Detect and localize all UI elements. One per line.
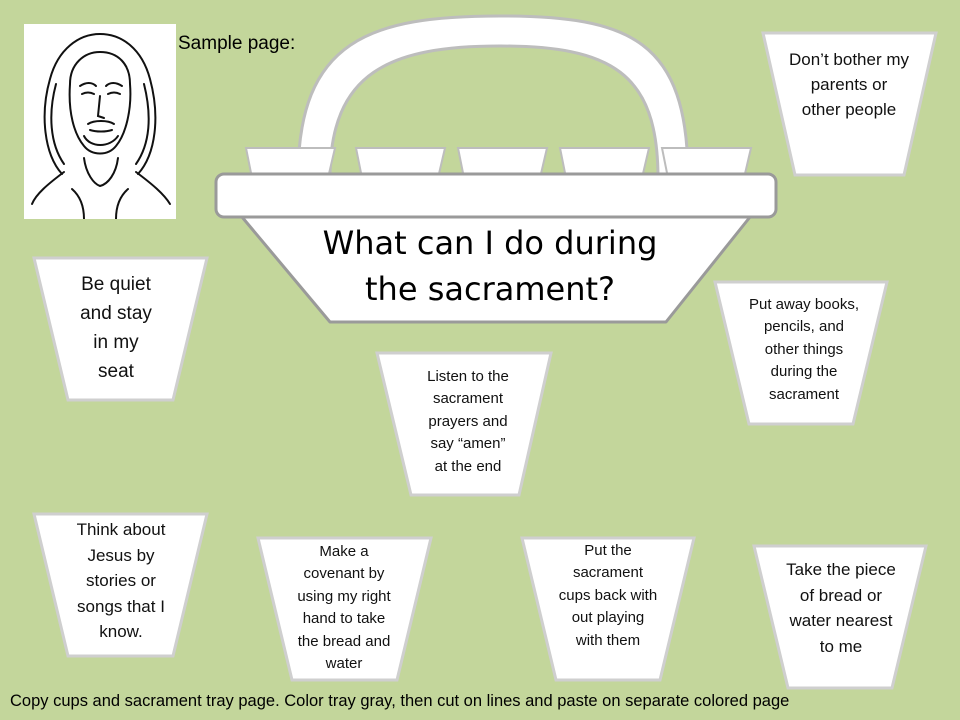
cup-listen [375,351,553,497]
cup-text-dont-bother: Don’t bother my parents or other people [789,49,909,119]
cup-text-put-away: Put away books, pencils, and other thing… [748,295,860,403]
jesus-portrait-image [24,24,176,219]
cup-covenant [256,536,433,682]
sample-page-label: Sample page: [178,33,296,54]
cup-text-be-quiet: Be quiet and stay in my seat [80,274,152,382]
cup-text-think: Think about Jesus by stories or songs th… [76,520,166,642]
instructions-text: Copy cups and sacrament tray page. Color… [10,692,790,710]
cup-be-quiet [32,256,209,402]
cup-put-away [713,280,889,426]
cup-take-piece [752,544,928,690]
cup-think [32,512,209,658]
tray-question: What can I do during the sacrament? [322,224,658,308]
cup-text-take-piece: Take the piece of bread or water nearest… [786,560,896,656]
cup-text-listen: Listen to the sacrament prayers and say … [427,367,509,475]
cup-text-covenant: Make a covenant by using my right hand t… [297,542,391,673]
cup-dont-bother [761,31,938,177]
cup-cups-back [520,536,696,682]
cup-text-cups-back: Put the sacrament cups back with out pla… [558,541,658,649]
sacrament-tray [214,14,778,324]
